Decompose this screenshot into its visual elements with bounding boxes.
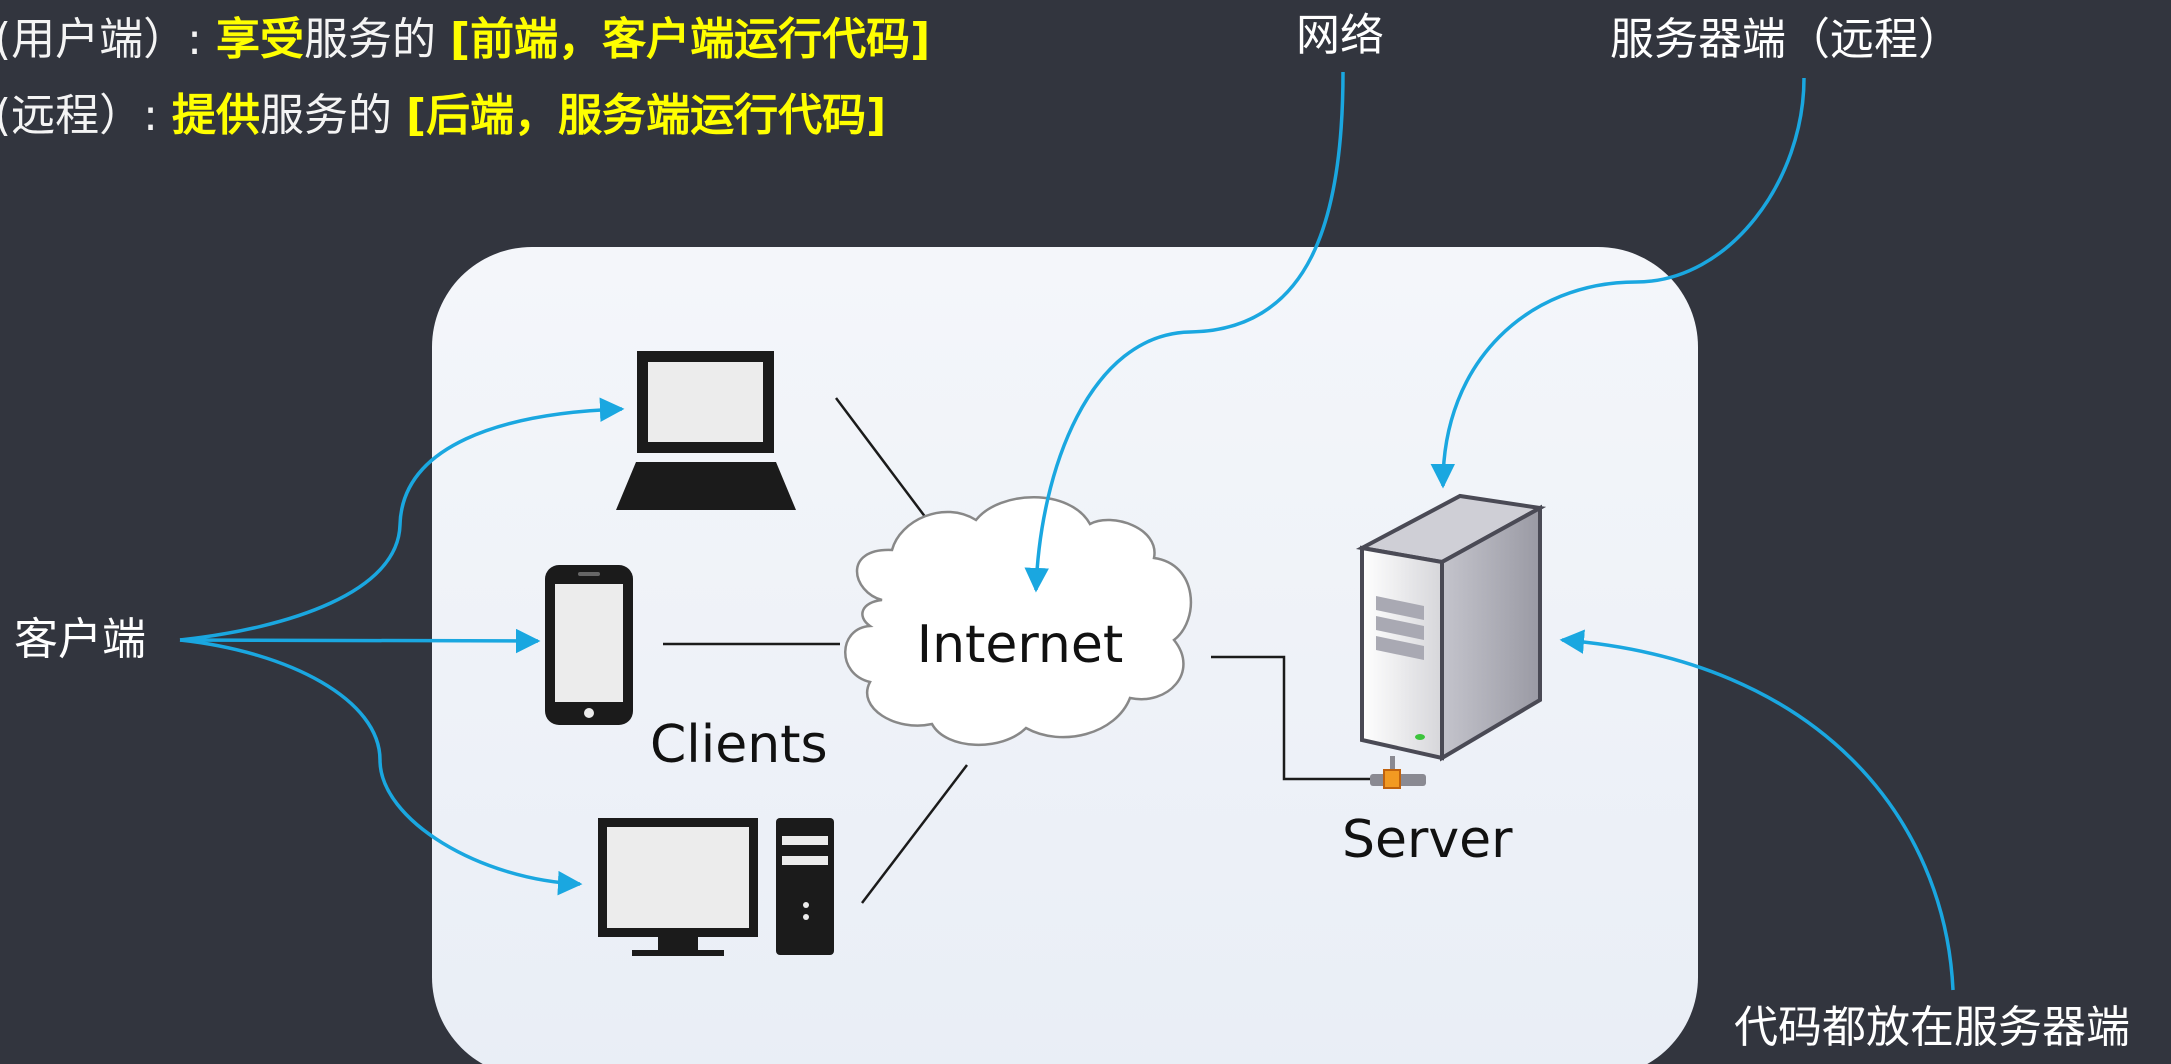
- client-definition: (用户端）: 享受服务的 [前端，客户端运行代码]: [0, 18, 930, 62]
- annotation-arrows: [179, 71, 1955, 991]
- server-definition-middle: 服务的: [260, 90, 392, 141]
- phone-icon: [545, 565, 633, 725]
- server-icon: [1355, 493, 1547, 789]
- arrow-client-to-phone: [179, 628, 541, 654]
- server-definition-prefix: (远程）:: [0, 90, 158, 141]
- clients-label: Clients: [650, 715, 828, 775]
- arrow-server-side-to-server: [1430, 77, 1806, 489]
- connection-lines: [663, 397, 1382, 904]
- laptop-icon: [616, 351, 796, 510]
- desktop-computer-icon: [598, 818, 834, 956]
- internet-cloud: [844, 496, 1193, 747]
- client-definition-highlight-1: 享受: [216, 14, 304, 65]
- arrow-network-to-cloud: [1024, 71, 1345, 593]
- arrow-client-to-laptop: [179, 397, 625, 642]
- client-side-label: 客户端: [14, 614, 146, 665]
- internet-label: Internet: [917, 615, 1123, 675]
- arrow-code-to-server: [1559, 629, 1955, 991]
- arrow-client-to-desktop: [179, 638, 583, 896]
- server-side-label: 服务器端（远程）: [1610, 14, 1962, 65]
- server-label: Server: [1342, 810, 1513, 870]
- client-definition-middle: 服务的: [304, 14, 436, 65]
- network-label: 网络: [1296, 10, 1384, 61]
- server-definition-highlight-2: [后端，服务端运行代码]: [406, 90, 887, 141]
- code-on-server-label: 代码都放在服务器端: [1734, 1002, 2130, 1053]
- server-definition-highlight-1: 提供: [172, 90, 260, 141]
- server-definition: (远程）: 提供服务的 [后端，服务端运行代码]: [0, 94, 886, 138]
- client-definition-highlight-2: [前端，客户端运行代码]: [450, 14, 931, 65]
- client-definition-prefix: (用户端）:: [0, 14, 202, 65]
